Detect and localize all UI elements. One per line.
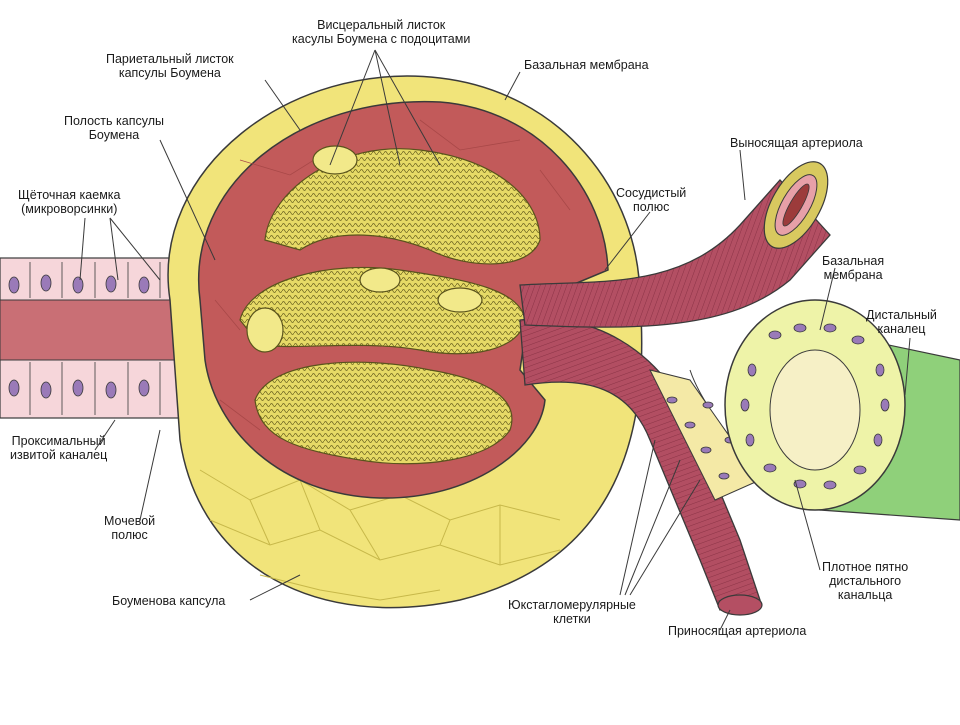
label-juxtaglomerular-cells: Юкстагломерулярные клетки xyxy=(508,598,636,626)
label-urinary-pole: Мочевой полюс xyxy=(104,514,156,542)
leader-lines xyxy=(79,49,911,631)
label-efferent-arteriole: Выносящая артериола xyxy=(730,136,863,150)
label-vascular-pole: Сосудистый полюс xyxy=(616,186,687,214)
label-parietal-layer: Париетальный листок капсулы Боумена xyxy=(106,52,234,80)
label-macula-densa: Плотное пятно дистального канальца xyxy=(822,560,909,602)
label-brush-border: Щёточная каемка (микроворсинки) xyxy=(18,188,121,216)
label-proximal-tubule: Проксимальный извитой каналец xyxy=(10,434,108,462)
label-afferent-arteriole: Приносящая артериола xyxy=(668,624,807,638)
label-bowman-capsule: Боуменова капсула xyxy=(112,594,226,608)
efferent-arteriole xyxy=(519,161,831,328)
label-distal-tubule: Дистальный каналец xyxy=(866,308,937,336)
label-capsule-cavity: Полость капсулы Боумена xyxy=(64,114,164,142)
glomerulus xyxy=(239,145,541,465)
afferent-arteriole xyxy=(519,317,763,616)
distal-tubule xyxy=(724,299,960,521)
label-basal-membrane-top: Базальная мембрана xyxy=(524,58,649,72)
label-basal-membrane-right: Базальная мембрана xyxy=(822,254,885,282)
label-visceral-layer: Висцеральный листок касулы Боумена с под… xyxy=(292,18,471,46)
